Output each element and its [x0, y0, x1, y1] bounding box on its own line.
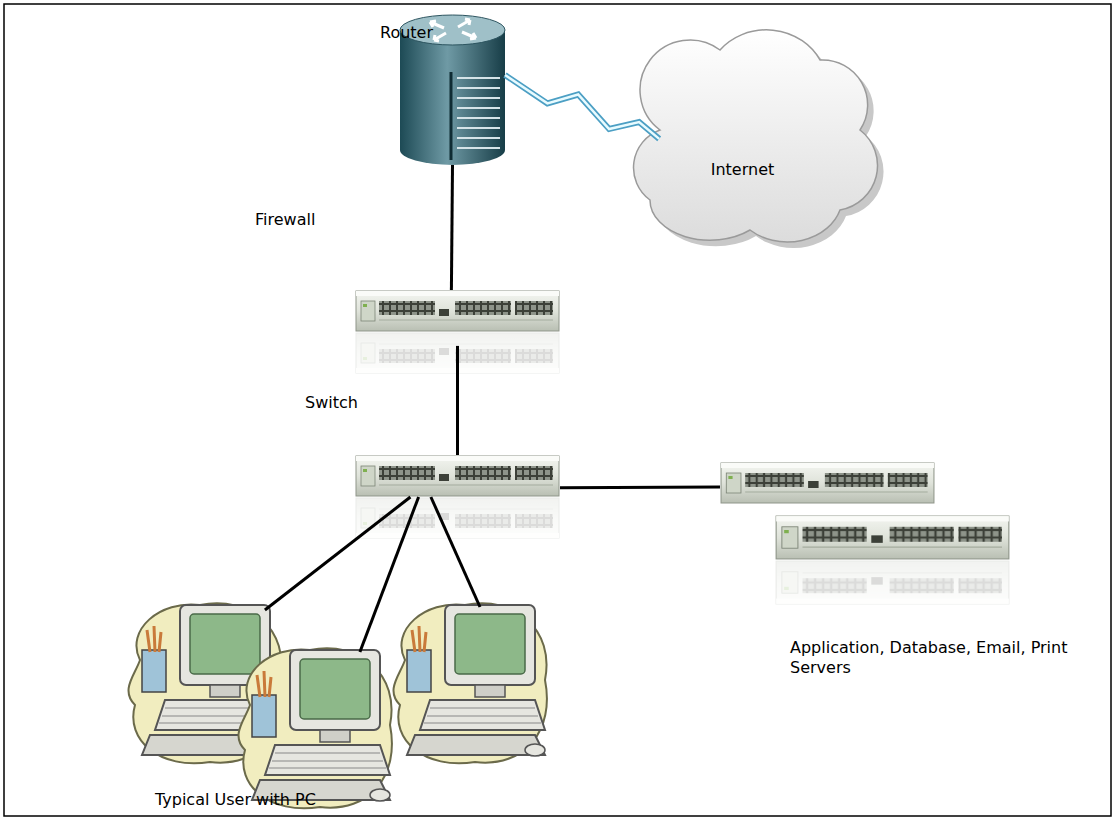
network-node: Firewall [355, 290, 560, 332]
node-label: Application, Database, Email, Print Serv… [790, 638, 1072, 678]
network-cable [451, 165, 452, 290]
network-node: Application, Database, Email, Print Serv… [720, 462, 1010, 560]
network-cable [560, 487, 720, 489]
node-label: Typical User with PC [155, 790, 316, 810]
node-label: Router [380, 23, 433, 43]
internet-cloud [634, 30, 884, 248]
network-cable [457, 346, 458, 455]
frame-border [4, 4, 1111, 816]
switch-device [356, 456, 559, 538]
node-label: Switch [305, 393, 358, 413]
node-label: Firewall [255, 210, 315, 230]
network-node: Switch [355, 455, 560, 497]
network-cable [431, 497, 480, 607]
network-node: Internet [620, 25, 865, 240]
network-cable [360, 497, 419, 652]
server-devices [721, 463, 1009, 604]
node-label: Internet [711, 160, 775, 180]
network-cable [265, 497, 411, 610]
network-node: Router [400, 15, 505, 165]
user-pc-icons [129, 603, 547, 808]
network-node: Typical User with PC [110, 590, 550, 800]
wan-link-bolt [505, 75, 659, 139]
